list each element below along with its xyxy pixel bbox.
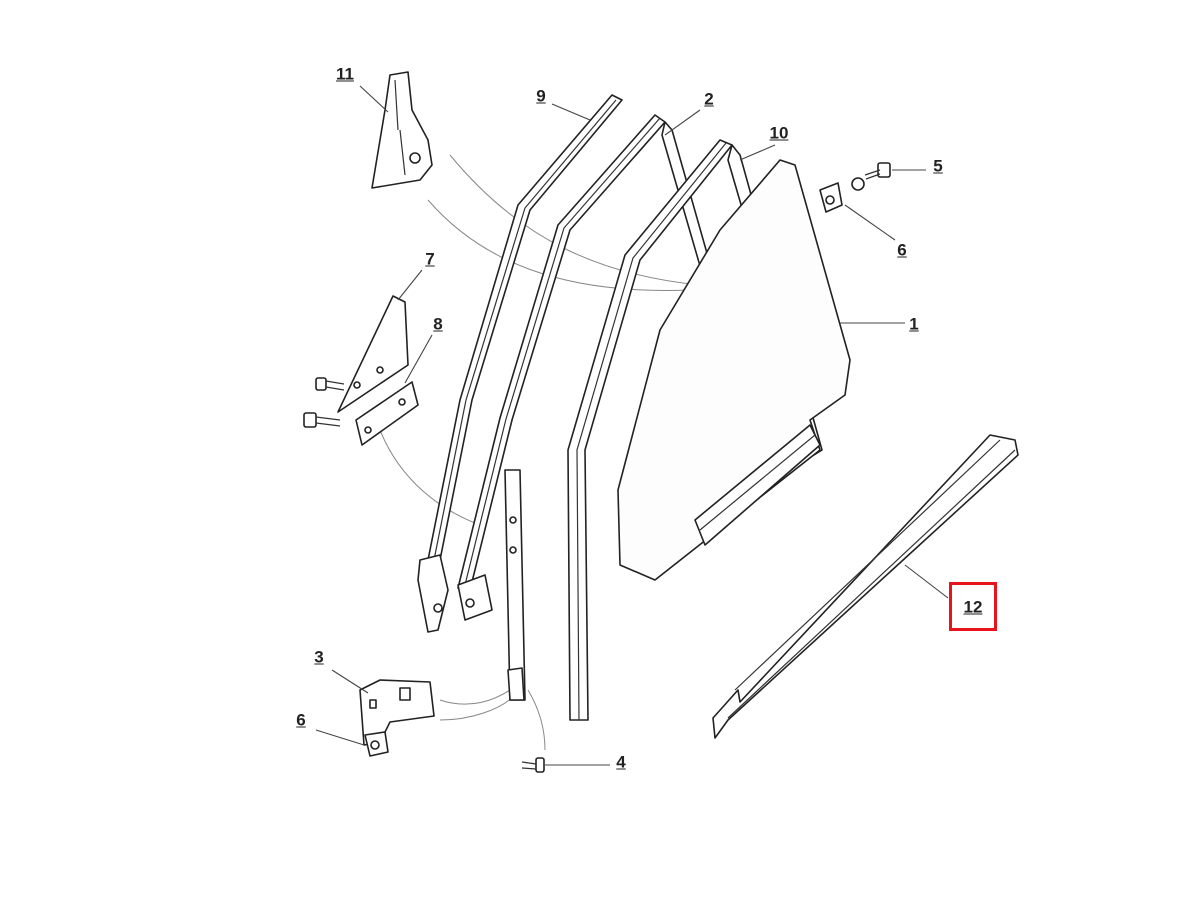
callout-9[interactable]: 9 [536,86,546,106]
callout-1[interactable]: 1 [909,314,919,334]
part-4-screw [521,757,545,773]
callout-10[interactable]: 10 [769,123,789,143]
part-7-corner-bracket [303,295,409,428]
part-6-clip-upper [819,177,865,213]
callout-8[interactable]: 8 [433,314,443,334]
part-3-lower-bracket [359,679,435,746]
highlight-box-12 [949,582,997,631]
part-lower-run-channel [504,469,526,701]
part-1-door-glass [617,159,851,581]
leader-lines [315,85,949,766]
part-5-screw [864,162,891,180]
callout-6-upper[interactable]: 6 [897,240,907,260]
callout-6-lower[interactable]: 6 [296,710,306,730]
callout-7[interactable]: 7 [425,249,435,269]
callout-5[interactable]: 5 [933,156,943,176]
part-8-plate [355,381,419,446]
part-12-belt-moulding [712,434,1019,739]
part-11-upper-bracket [371,71,433,189]
callout-2[interactable]: 2 [704,89,714,109]
part-6-clip-lower [364,731,389,757]
callout-4[interactable]: 4 [616,752,626,772]
callout-12[interactable]: 12 [963,597,983,617]
part-9-outer-seal [417,94,623,633]
callout-3[interactable]: 3 [314,647,324,667]
callout-11[interactable]: 11 [336,64,354,84]
